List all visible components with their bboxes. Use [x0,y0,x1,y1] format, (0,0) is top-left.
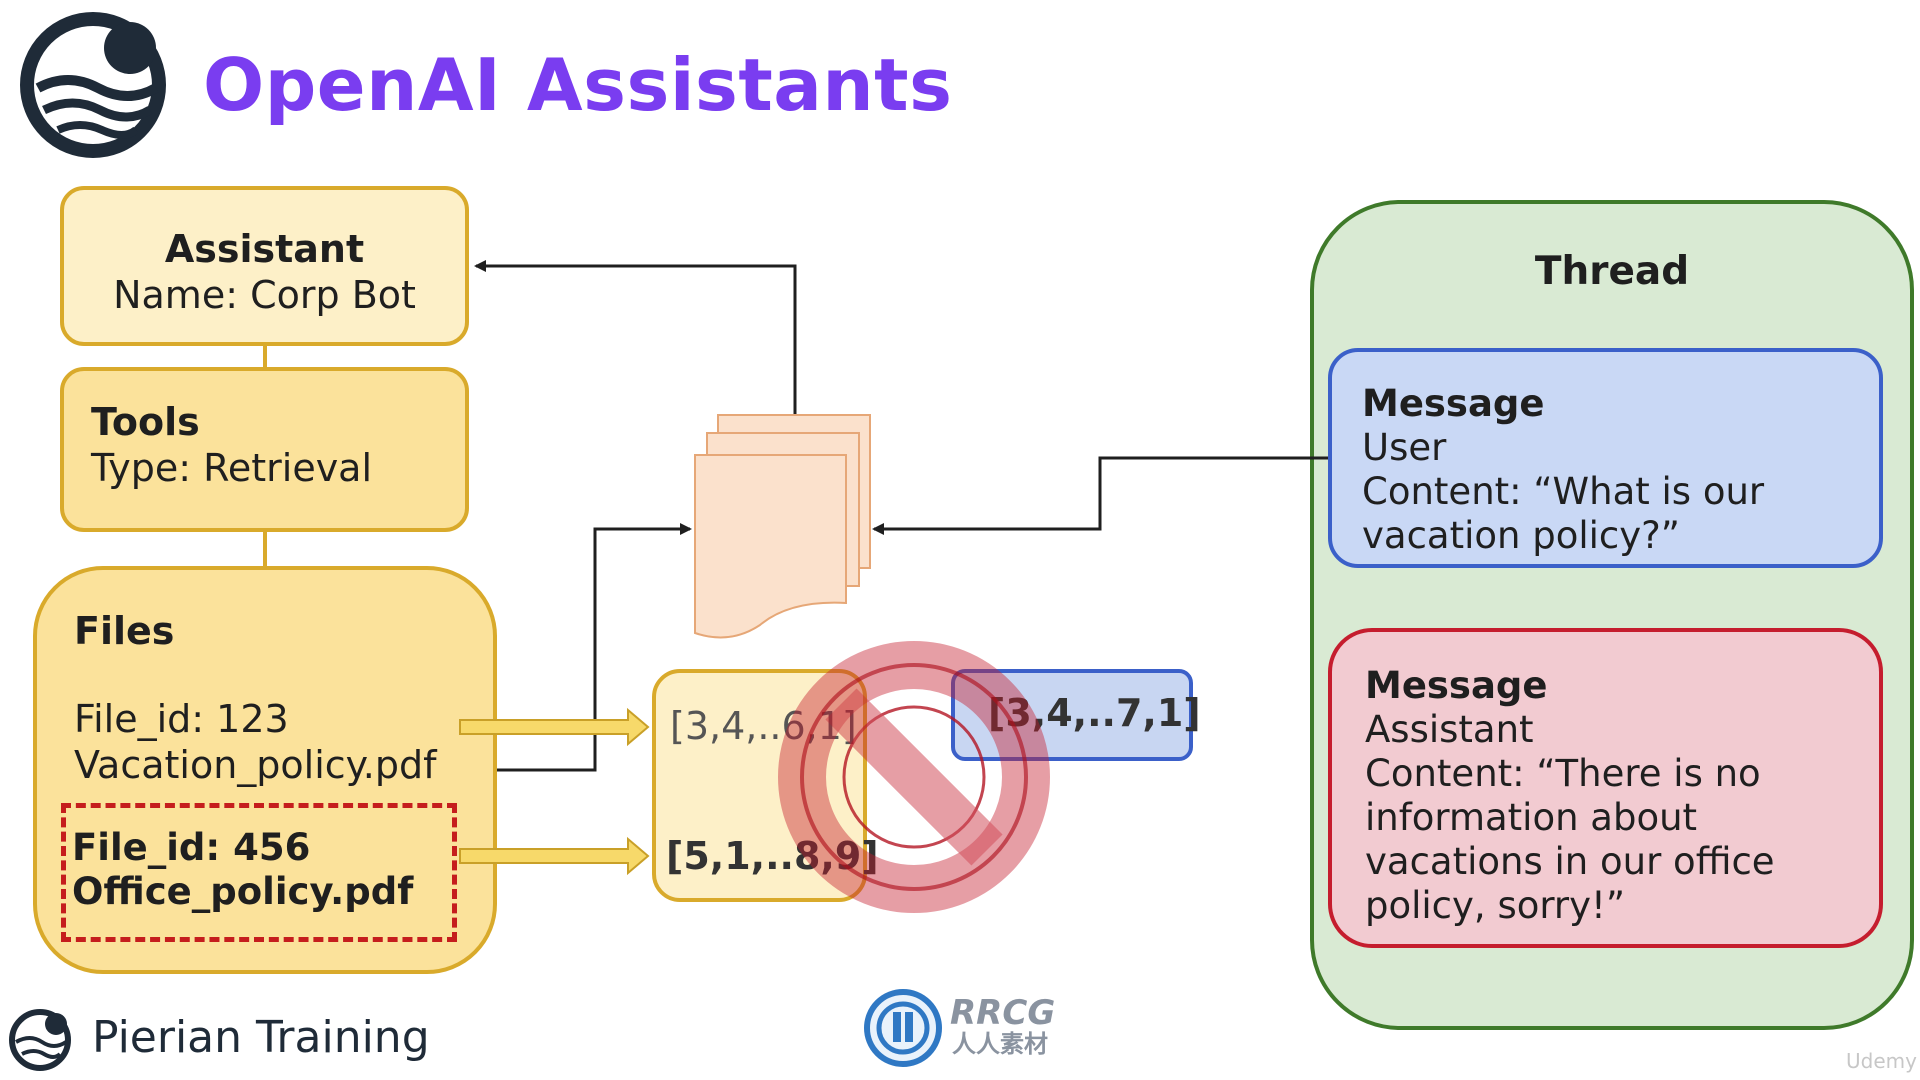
watermark-subtext: 人人素材 [952,1030,1048,1058]
files-heading: Files [74,609,175,653]
corner-watermark: Udemy [1846,1049,1917,1073]
document-stack-icon [694,414,871,639]
vector-store-box [652,669,867,902]
assistant-message-heading: Message [1365,664,1548,707]
assistant-heading: Assistant [164,227,365,271]
documents-to-assistant-arrow [474,260,797,415]
file1-embed-arrow [459,707,650,747]
assistant-message-content-4: policy, sorry!” [1365,884,1626,927]
prohibited-icon [778,641,1050,913]
tools-type: Type: Retrieval [91,446,373,490]
assistant-box: Assistant Name: Corp Bot [60,186,469,346]
user-message-content-1: Content: “What is our [1362,470,1765,513]
watermark-logo-icon [864,989,942,1067]
highlighted-file-box [61,803,457,942]
files-box: Files File_id: 123 Vacation_policy.pdf [33,566,497,974]
assistant-message-box: Message Assistant Content: “There is no … [1328,628,1883,948]
file2-id: File_id: 456 [72,826,311,869]
assistant-message-content-2: information about [1365,796,1698,839]
openai-logo-icon [20,12,166,158]
file2-embed-arrow [459,836,650,876]
page-title: OpenAI Assistants [203,43,953,127]
file2-label: File_id: 456 Office_policy.pdf [72,826,413,914]
files-to-documents-arrow [497,523,692,772]
query-vector: [3,4,..7,1] [988,691,1201,735]
file2-vector: [5,1,..8,9] [666,834,879,878]
file1-id: File_id: 123 [74,697,289,741]
message-to-documents-arrow [872,456,1328,535]
file2-name: Office_policy.pdf [72,870,414,913]
assistant-message-content-3: vacations in our office [1365,840,1775,883]
footer-brand: Pierian Training [92,1012,430,1063]
assistant-name: Name: Corp Bot [113,273,416,317]
user-message-heading: Message [1362,382,1545,425]
assistant-message-content-1: Content: “There is no [1365,752,1761,795]
thread-title: Thread [1534,249,1690,294]
user-message-role: User [1362,426,1447,469]
tools-heading: Tools [91,400,200,444]
file1-name: Vacation_policy.pdf [74,743,437,787]
user-message-content-2: vacation policy?” [1362,514,1680,557]
watermark-text: RRCG [950,993,1056,1033]
pierian-logo-icon [9,1009,71,1071]
query-vector-box [951,669,1193,761]
tools-box: Tools Type: Retrieval [60,367,469,532]
assistant-message-role: Assistant [1365,708,1534,751]
user-message-box: Message User Content: “What is our vacat… [1328,348,1883,568]
